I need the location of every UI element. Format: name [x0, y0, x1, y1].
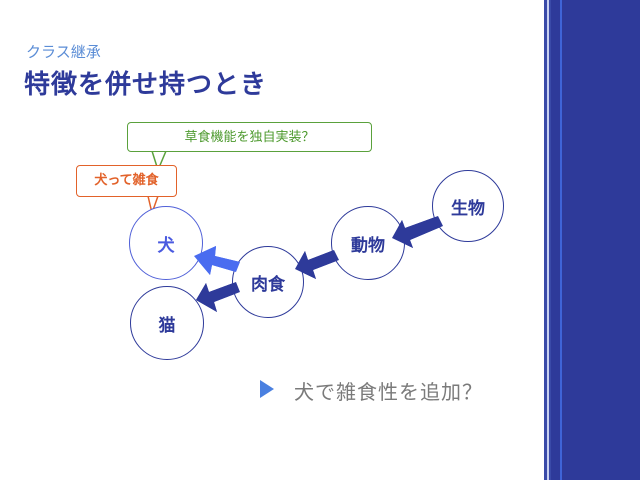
sidebar-stripe: [544, 0, 547, 480]
node-carnivore: 肉食: [232, 246, 304, 318]
triangle-right-icon: [260, 380, 274, 398]
node-dog: 犬: [129, 206, 203, 280]
bullet-text: 犬で雑食性を追加？: [294, 380, 483, 404]
sidebar-stripe: [549, 0, 551, 480]
arrow-head-organism-to-animal: [392, 216, 443, 248]
arrow-head-carnivore-to-dog: [194, 246, 240, 275]
arrow-head-carnivore-to-cat: [196, 282, 240, 312]
node-carnivore-label: 肉食: [251, 274, 285, 295]
node-organism: 生物: [432, 170, 504, 242]
sidebar-stripe: [560, 0, 562, 480]
node-cat-label: 猫: [158, 315, 176, 336]
node-organism-label: 生物: [451, 198, 485, 219]
node-cat: 猫: [130, 286, 204, 360]
callout-herbivore-question: 草食機能を独自実装？: [127, 122, 372, 152]
callout-dog-omnivore: 犬って雑食: [76, 165, 177, 197]
sidebar-stripe: [547, 0, 549, 480]
slide-title: 特徴を併せ持つとき: [24, 70, 268, 100]
node-animal: 動物: [331, 206, 405, 280]
arrow-head-animal-to-carnivore: [295, 250, 339, 279]
slide-subtitle: クラス継承: [26, 43, 101, 61]
node-dog-label: 犬: [157, 235, 175, 256]
node-animal-label: 動物: [351, 235, 385, 256]
